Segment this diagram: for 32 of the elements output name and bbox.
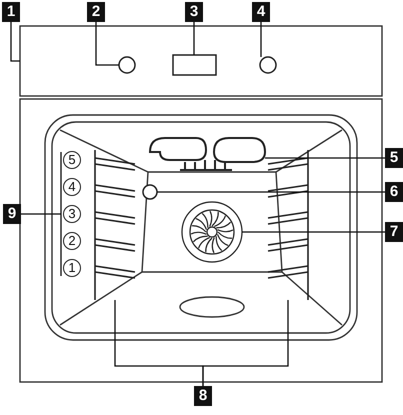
leader-line: [157, 191, 385, 193]
callout-number: 4: [252, 2, 270, 22]
heating-element: [149, 137, 266, 171]
callout-number: 3: [185, 2, 203, 22]
callout-number: 2: [87, 2, 105, 22]
leader-line: [265, 157, 385, 159]
control-knob: [259, 56, 277, 74]
leader-line: [193, 22, 195, 55]
shelf-level-number: 1: [63, 259, 81, 277]
control-panel: [19, 25, 383, 97]
callout-number: 7: [385, 222, 403, 242]
display-window: [172, 54, 217, 76]
leader-line: [95, 22, 119, 66]
oven-lamp: [142, 184, 158, 200]
leader-line: [10, 22, 20, 62]
leader-line: [202, 300, 289, 386]
leader-line: [21, 213, 61, 215]
shelf-support: [94, 150, 136, 300]
callout-number: 1: [2, 2, 20, 22]
shelf-support: [268, 150, 309, 300]
callout-number: 8: [194, 386, 212, 406]
callout-number: 9: [3, 204, 21, 224]
callout-number: 5: [385, 148, 403, 168]
shelf-level-number: 2: [63, 232, 81, 250]
fan-cover: [181, 201, 243, 263]
shelf-level-number: 3: [63, 205, 81, 223]
leader-line: [242, 231, 385, 233]
shelf-level-number: 5: [63, 151, 81, 169]
callout-number: 6: [385, 182, 403, 202]
leader-line: [260, 22, 262, 57]
shelf-level-number: 4: [63, 178, 81, 196]
control-knob: [118, 56, 136, 74]
